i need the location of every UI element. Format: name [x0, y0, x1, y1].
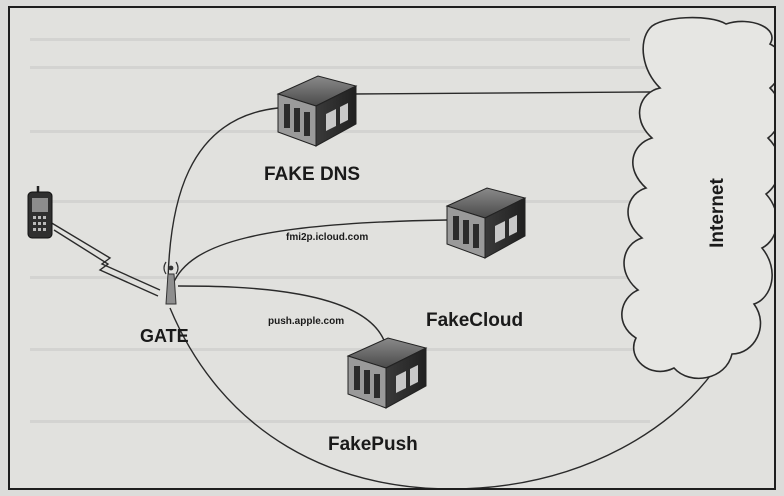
edge-gate-push [177, 285, 387, 347]
server-icon [276, 75, 358, 147]
edge-gate-dns [167, 107, 279, 281]
cloud-icon [621, 16, 774, 380]
connections [49, 91, 711, 488]
edge-gate-internet [169, 307, 711, 488]
gate-label: GATE [140, 326, 189, 346]
fake-cloud-label: FakeCloud [426, 310, 524, 331]
mobile-phone-icon [27, 186, 53, 239]
background-texture [30, 200, 660, 203]
background-texture [30, 276, 640, 279]
edge-gate-cloud [172, 219, 448, 285]
background-texture [30, 38, 630, 41]
network-diagram [27, 16, 774, 488]
cloud-hostname-label: fmi2p.icloud.com [286, 232, 369, 243]
edge-dns-internet [351, 91, 651, 95]
server-icon [346, 337, 428, 409]
wireless-link [49, 221, 161, 291]
internet-label-text: Internet [707, 178, 728, 248]
fake-push-label: FakePush [328, 434, 418, 455]
diagram-frame: FAKE DNS FakeCloud FakePush GATE fmi2p.i… [8, 6, 776, 490]
internet-label: Internet [688, 158, 748, 268]
push-hostname-label: push.apple.com [268, 316, 345, 327]
background-texture [30, 66, 670, 69]
server-icon [445, 187, 527, 259]
background-texture [30, 420, 650, 423]
fake-dns-label: FAKE DNS [264, 164, 361, 185]
wireless-link [53, 229, 159, 297]
background-texture [30, 348, 670, 351]
antenna-icon [163, 261, 179, 305]
